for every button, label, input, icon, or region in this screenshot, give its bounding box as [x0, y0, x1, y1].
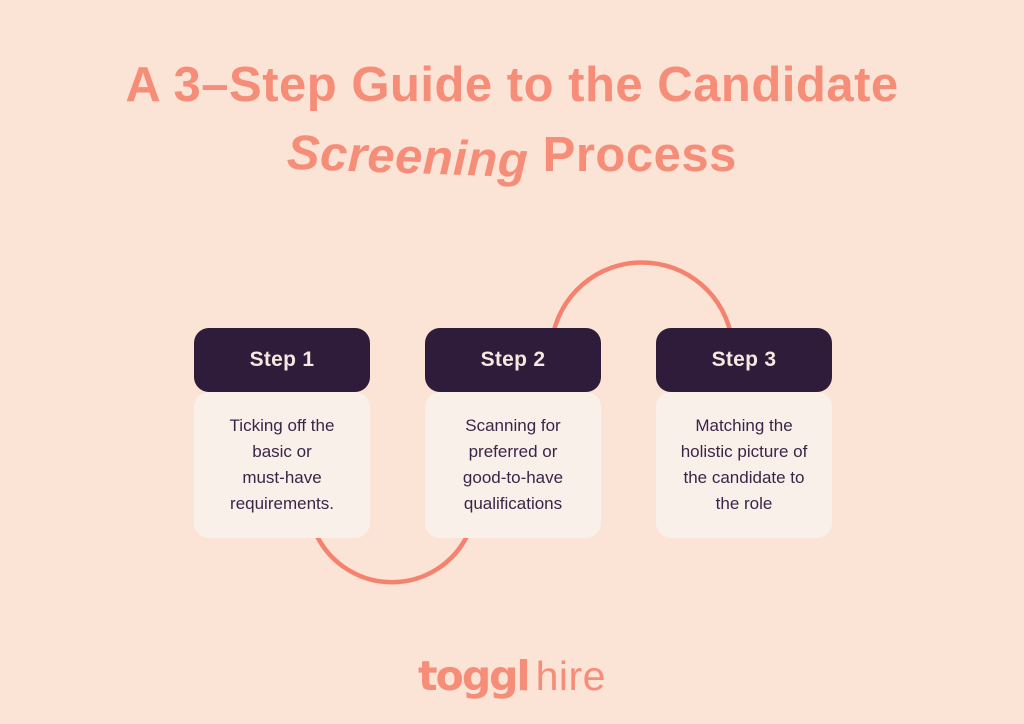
- step-3-line: Matching the: [695, 416, 793, 435]
- step-3-line: the role: [715, 494, 773, 513]
- step-1-label: Step 1: [249, 348, 315, 371]
- step-2-line: preferred or: [468, 442, 558, 461]
- logo-wordmark-toggl: toggl: [418, 652, 531, 700]
- step-1-body: Ticking off the basic or must-have requi…: [194, 392, 370, 538]
- step-3-card: Step 3 Matching the holistic picture of …: [656, 328, 832, 538]
- step-2-label: Step 2: [480, 348, 546, 371]
- connector-arc-top: [549, 260, 735, 343]
- step-1-header: Step 1: [194, 328, 370, 392]
- step-1-line: Ticking off the: [229, 416, 335, 435]
- step-1-line: basic or: [252, 442, 312, 461]
- connector-arc-bottom: [313, 531, 471, 585]
- logo-wordmark-hire: hire: [535, 653, 606, 699]
- step-1-line: requirements.: [230, 494, 334, 513]
- step-3-header: Step 3: [656, 328, 832, 392]
- title-word-process: Process: [528, 128, 737, 182]
- step-1-line: must-have: [242, 468, 322, 487]
- step-2-card: Step 2 Scanning for preferred or good-to…: [425, 328, 601, 538]
- step-3-line: holistic picture of: [680, 442, 808, 461]
- step-3-body: Matching the holistic picture of the can…: [656, 392, 832, 538]
- title-word-screening: Screening: [286, 125, 530, 189]
- step-2-line: Scanning for: [465, 416, 561, 435]
- step-2-header: Step 2: [425, 328, 601, 392]
- step-2-line: good-to-have: [462, 468, 564, 487]
- step-3-label: Step 3: [711, 348, 777, 371]
- title-line-2: Screening Process: [0, 120, 1024, 190]
- step-1-card: Step 1 Ticking off the basic or must-hav…: [194, 328, 370, 538]
- page-title: A 3–Step Guide to the Candidate Screenin…: [0, 50, 1024, 190]
- step-2-body: Scanning for preferred or good-to-have q…: [425, 392, 601, 538]
- step-3-line: the candidate to: [683, 468, 805, 487]
- title-line-1: A 3–Step Guide to the Candidate: [125, 58, 899, 112]
- step-2-line: qualifications: [463, 494, 563, 513]
